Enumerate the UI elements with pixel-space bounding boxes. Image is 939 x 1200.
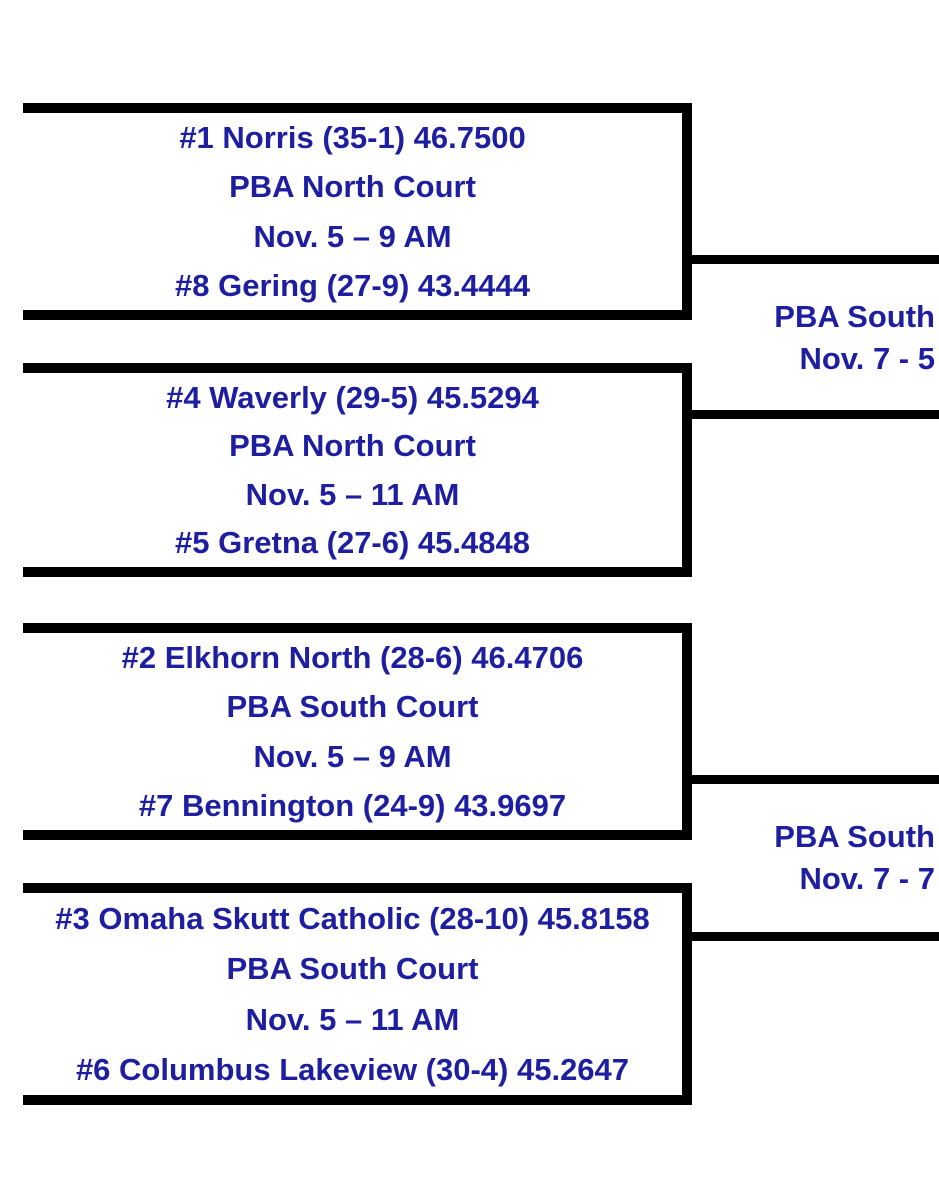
qf2-venue: PBA North Court <box>229 428 476 464</box>
qf1-bottom-team: #8 Gering (27-9) 43.4444 <box>175 267 530 303</box>
semifinal-label-1: PBA South Nov. 7 - 5 <box>774 296 935 380</box>
qf4-datetime: Nov. 5 – 11 AM <box>245 1001 460 1037</box>
qf3-top-team: #2 Elkhorn North (28-6) 46.4706 <box>121 640 584 676</box>
qf3-bottom-team: #7 Bennington (24-9) 43.9697 <box>138 787 567 823</box>
quarterfinal-match-3: #2 Elkhorn North (28-6) 46.4706 PBA Sout… <box>23 623 692 840</box>
qf1-winner-line <box>692 255 939 264</box>
qf4-venue: PBA South Court <box>226 951 479 987</box>
qf2-top-team: #4 Waverly (29-5) 45.5294 <box>166 379 539 415</box>
qf1-venue: PBA North Court <box>229 169 476 205</box>
quarterfinal-match-1: #1 Norris (35-1) 46.7500 PBA North Court… <box>23 103 692 320</box>
qf2-winner-line <box>692 410 939 419</box>
qf1-datetime: Nov. 5 – 9 AM <box>253 218 452 254</box>
sf2-venue: PBA South <box>774 819 935 854</box>
quarterfinal-match-2: #4 Waverly (29-5) 45.5294 PBA North Cour… <box>23 363 692 577</box>
sf1-venue: PBA South <box>774 299 935 334</box>
semifinal-label-2: PBA South Nov. 7 - 7 <box>774 816 935 900</box>
qf4-winner-line <box>692 932 939 941</box>
qf3-datetime: Nov. 5 – 9 AM <box>253 738 452 774</box>
sf2-datetime: Nov. 7 - 7 <box>799 861 935 896</box>
sf1-datetime: Nov. 7 - 5 <box>799 341 935 376</box>
qf1-top-team: #1 Norris (35-1) 46.7500 <box>179 120 526 156</box>
qf3-venue: PBA South Court <box>226 689 479 725</box>
quarterfinal-match-4: #3 Omaha Skutt Catholic (28-10) 45.8158 … <box>23 883 692 1105</box>
qf2-datetime: Nov. 5 – 11 AM <box>245 476 460 512</box>
qf4-bottom-team: #6 Columbus Lakeview (30-4) 45.2647 <box>75 1052 630 1088</box>
qf3-winner-line <box>692 775 939 784</box>
qf4-top-team: #3 Omaha Skutt Catholic (28-10) 45.8158 <box>55 900 650 936</box>
qf2-bottom-team: #5 Gretna (27-6) 45.4848 <box>175 525 530 561</box>
